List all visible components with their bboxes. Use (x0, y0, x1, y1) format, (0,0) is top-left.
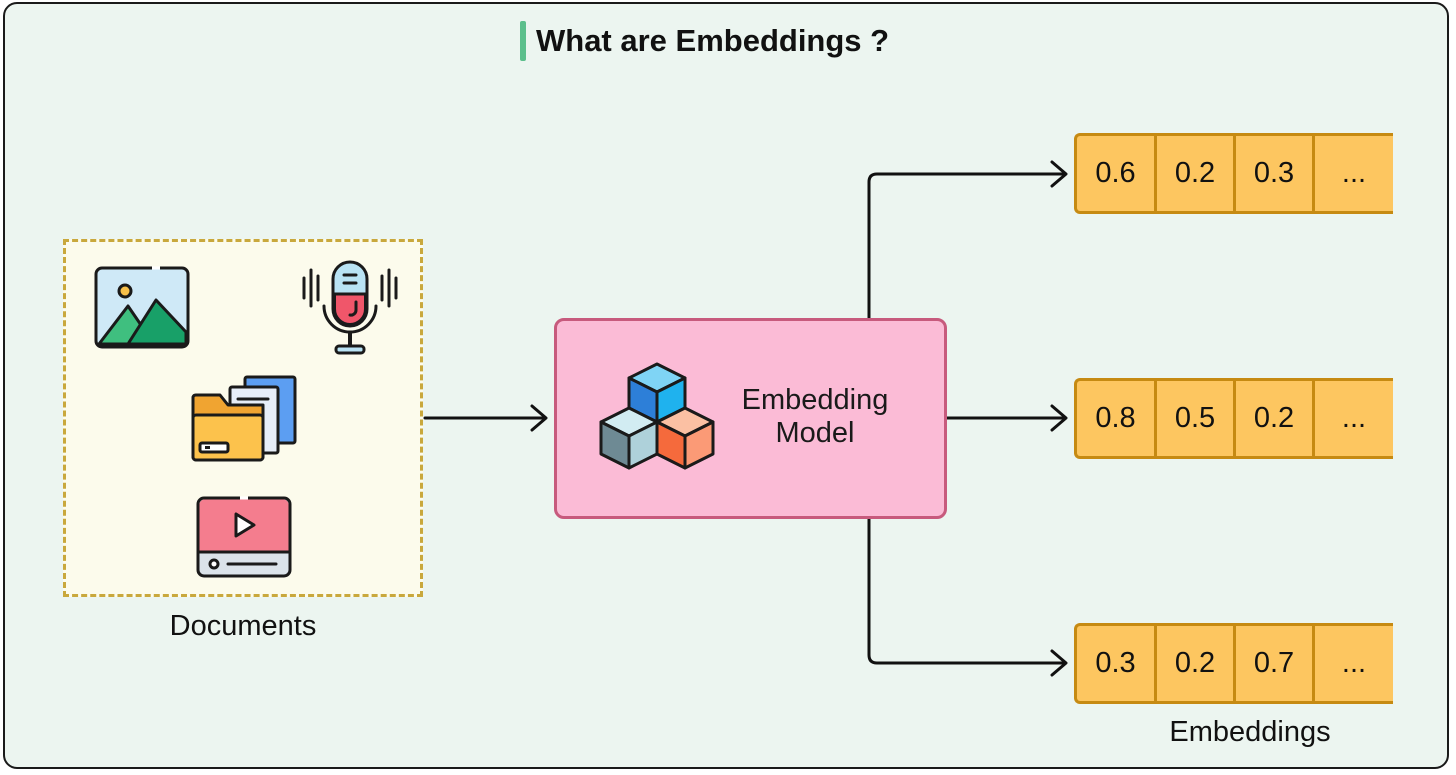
cubes-icon (599, 362, 715, 470)
vector-cell: 0.6 (1077, 136, 1157, 211)
microphone-icon (302, 260, 398, 355)
vector-cell: ... (1341, 157, 1367, 189)
vector-cell: ... (1341, 647, 1367, 679)
image-icon (94, 266, 190, 349)
video-player-icon (196, 496, 292, 578)
documents-label: Documents (169, 610, 317, 642)
title-group: What are Embeddings ? (520, 20, 889, 62)
title-accent-bar (520, 21, 526, 61)
arrow-head-model (530, 404, 548, 432)
arrow-head-vector-1 (1050, 160, 1068, 188)
vector-cell: 0.3 (1236, 136, 1315, 211)
folder-files-icon (191, 375, 297, 462)
embedding-vector-2: 0.8 0.5 0.2 ... (1074, 378, 1393, 459)
embedding-model-label-line1: Embedding (741, 384, 889, 416)
embedding-vector-3: 0.3 0.2 0.7 ... (1074, 623, 1393, 704)
vector-cell: 0.3 (1077, 626, 1157, 701)
page-title: What are Embeddings ? (536, 23, 890, 58)
vector-cell: 0.7 (1236, 626, 1315, 701)
embeddings-label: Embeddings (1169, 716, 1331, 748)
vector-cell: 0.2 (1236, 381, 1315, 456)
vector-cell: 0.8 (1077, 381, 1157, 456)
vector-cell: ... (1341, 402, 1367, 434)
model-to-vector-3-arrow (867, 517, 1066, 665)
vector-cell: 0.2 (1157, 626, 1236, 701)
embedding-model-label-line2: Model (775, 417, 855, 449)
vector-cell: 0.5 (1157, 381, 1236, 456)
embedding-vector-1: 0.6 0.2 0.3 ... (1074, 133, 1393, 214)
vector-cell: 0.2 (1157, 136, 1236, 211)
arrow-head-vector-3 (1050, 649, 1068, 677)
arrow-head-vector-2 (1050, 404, 1068, 432)
embedding-model-label: Embedding Model (720, 384, 910, 450)
model-to-vector-1-arrow (867, 172, 1066, 320)
